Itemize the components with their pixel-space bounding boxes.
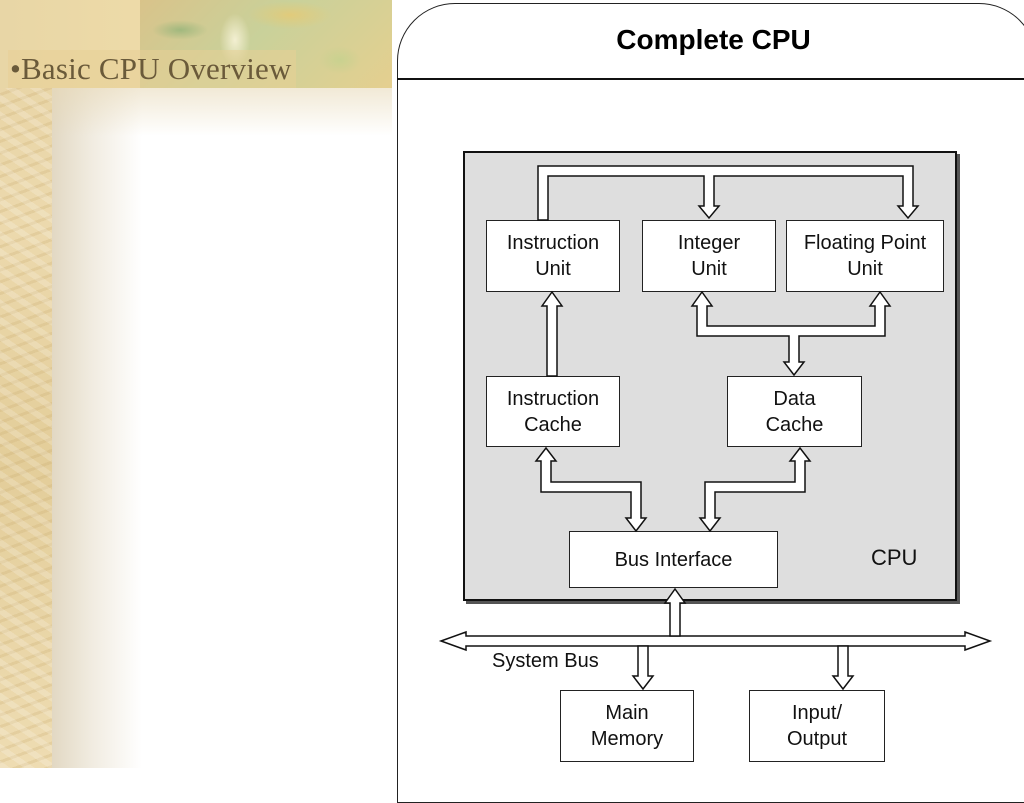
decorative-texture-strip	[0, 0, 52, 768]
instruction-unit-box: Instruction Unit	[486, 220, 620, 292]
data-cache-box: Data Cache	[727, 376, 862, 447]
integer-unit-box: Integer Unit	[642, 220, 776, 292]
diagram-title: Complete CPU	[616, 24, 811, 55]
banner-shadow	[52, 88, 392, 136]
bus-interface-box: Bus Interface	[569, 531, 778, 588]
slide-title: •Basic CPU Overview	[8, 50, 296, 88]
main-memory-box: Main Memory	[560, 690, 694, 762]
instruction-cache-box: Instruction Cache	[486, 376, 620, 447]
system-bus-label: System Bus	[492, 650, 599, 672]
floating-point-unit-box: Floating Point Unit	[786, 220, 944, 292]
cpu-label: CPU	[871, 545, 918, 570]
title-divider	[397, 78, 1024, 80]
input-output-box: Input/ Output	[749, 690, 885, 762]
